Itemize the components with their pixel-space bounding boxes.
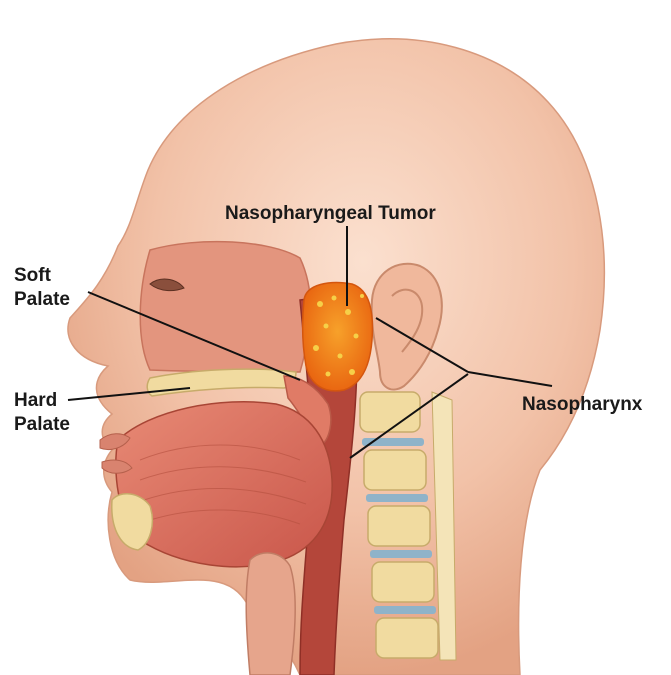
soft-palate-label-line1: Soft [14,264,70,288]
hard-palate-label: Hard Palate [14,389,70,437]
tumor [303,283,373,391]
nasopharynx-label: Nasopharynx [522,393,642,417]
hard-palate-label-line1: Hard [14,389,70,413]
larynx [246,553,295,675]
hard-palate-label-line2: Palate [14,413,70,437]
nasopharyngeal-tumor-label: Nasopharyngeal Tumor [225,202,436,226]
nasal-cavity [140,242,310,372]
soft-palate-label: Soft Palate [14,264,70,312]
tongue [116,402,332,567]
soft-palate-label-line2: Palate [14,288,70,312]
